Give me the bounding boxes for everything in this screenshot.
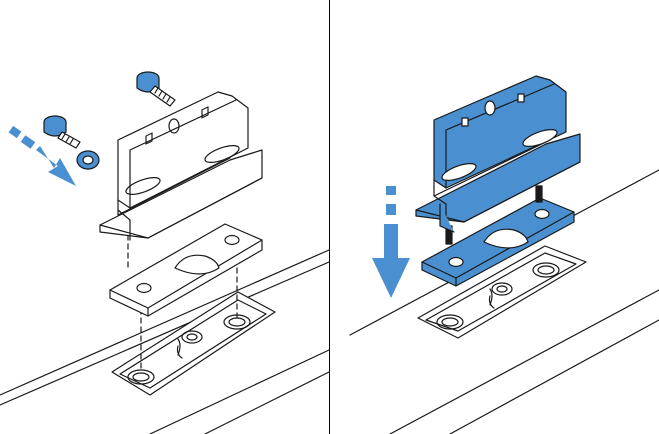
panel-divider (329, 0, 330, 434)
dotted-arrow-icon (372, 186, 410, 298)
hex-socket-screw-icon (43, 115, 81, 149)
step-panel-left (0, 0, 329, 434)
hinge-pocket-icon (417, 245, 587, 339)
step-panel-right (330, 0, 659, 434)
hinge-pocket-icon (111, 291, 276, 396)
hinge-bracket-icon (99, 91, 263, 241)
hex-socket-screw-icon (136, 71, 176, 107)
washer-icon (76, 150, 100, 170)
dotted-arrow-icon (8, 125, 76, 186)
step-drawing-right (349, 75, 659, 434)
hinge-bracket-icon (415, 75, 581, 233)
surface-edge-lines (0, 249, 329, 434)
shim-plate-icon (109, 223, 263, 317)
step-drawing-left (0, 71, 329, 434)
